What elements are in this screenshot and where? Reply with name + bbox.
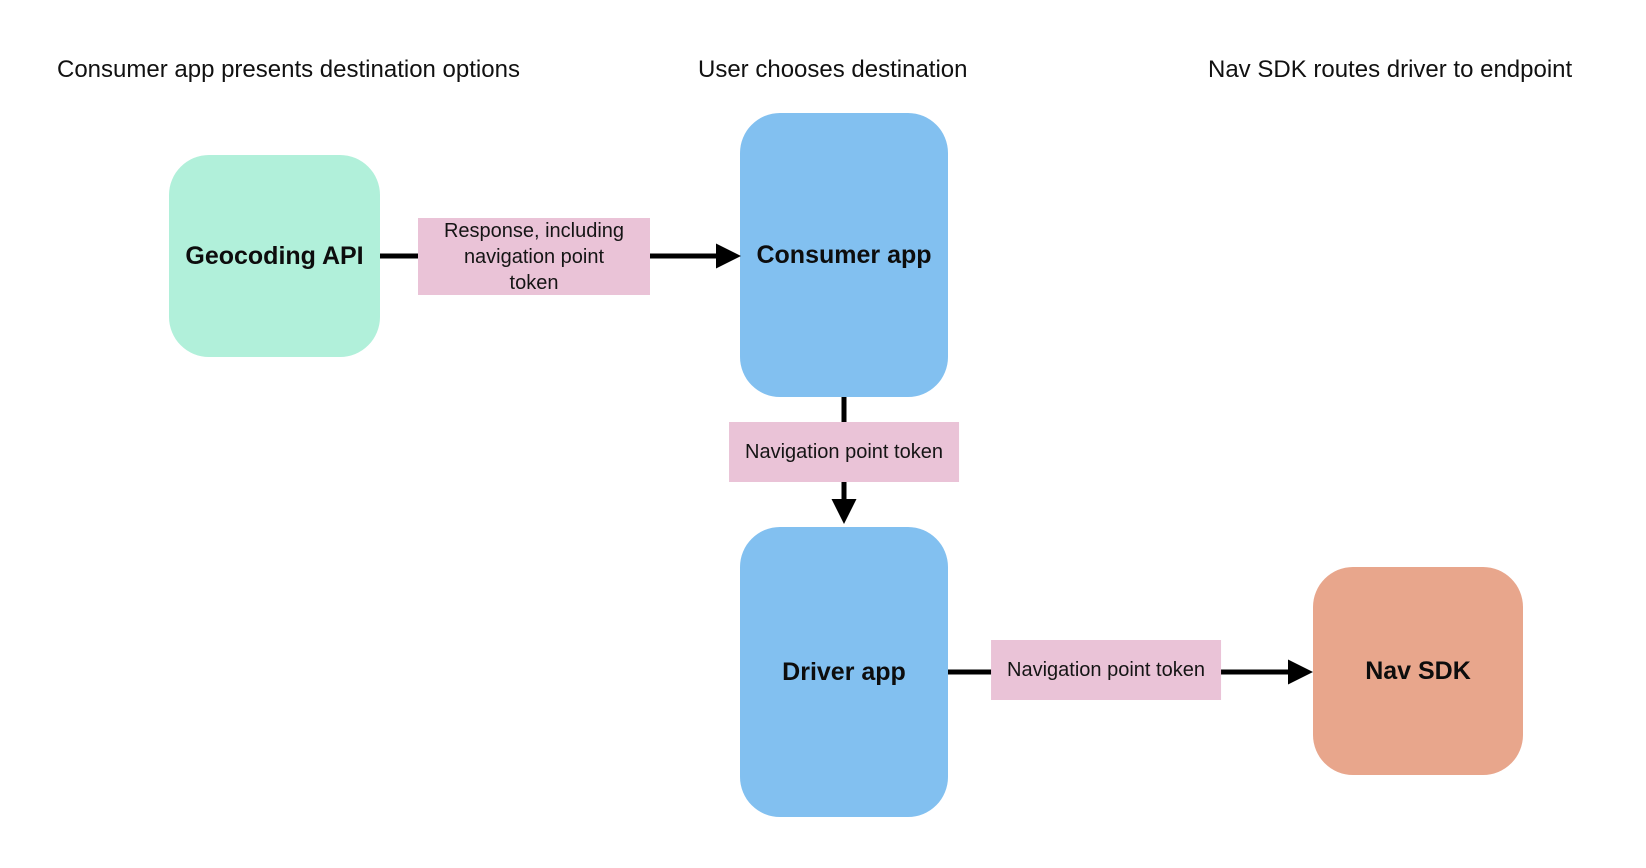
node-nav-sdk: Nav SDK xyxy=(1313,567,1523,775)
node-geocoding-api: Geocoding API xyxy=(169,155,380,357)
edge-label-response-including-token: Response, including navigation point tok… xyxy=(418,218,650,295)
column-heading-navsdk-routes: Nav SDK routes driver to endpoint xyxy=(1208,56,1573,83)
node-label-consumer-app: Consumer app xyxy=(756,240,932,269)
edge-label-navigation-point-token-horizontal: Navigation point token xyxy=(991,640,1221,700)
node-consumer-app: Consumer app xyxy=(740,113,948,397)
node-label-nav-sdk: Nav SDK xyxy=(1365,656,1471,685)
node-label-driver-app: Driver app xyxy=(782,657,906,686)
edge-label-navigation-point-token-vertical: Navigation point token xyxy=(729,422,959,482)
column-heading-consumer-presents: Consumer app presents destination option… xyxy=(57,56,520,83)
node-label-geocoding-api: Geocoding API xyxy=(185,241,364,270)
column-heading-user-chooses: User chooses destination xyxy=(698,56,968,83)
node-driver-app: Driver app xyxy=(740,527,948,817)
